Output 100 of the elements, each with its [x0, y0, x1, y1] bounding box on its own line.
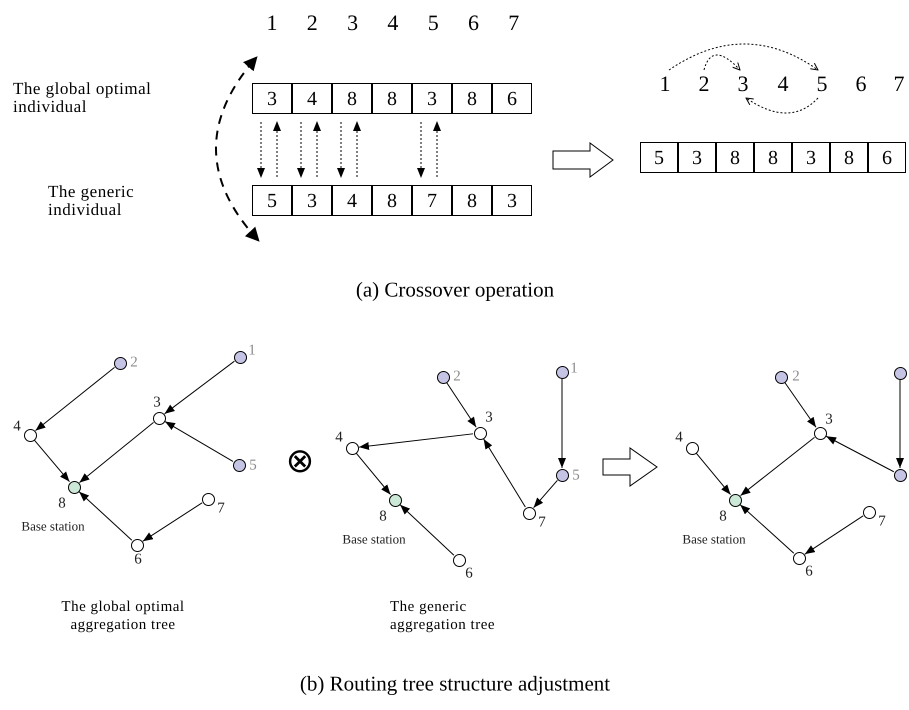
arrow [446, 382, 477, 428]
sensor-node [556, 468, 568, 482]
arrow [896, 380, 904, 468]
gene-cell: 8 [754, 142, 792, 173]
node-label: 4 [335, 430, 343, 446]
sensor-node [130, 538, 144, 552]
sensor-node [774, 370, 788, 384]
sensor-node [24, 428, 36, 442]
position-number: 6 [856, 73, 866, 95]
node-label: 2 [792, 370, 800, 384]
position-number: 1 [656, 71, 674, 97]
arrow [740, 504, 794, 554]
node-label: 8 [719, 510, 727, 524]
sensor-node [234, 350, 246, 364]
arrow [164, 360, 235, 414]
gene-cell: 3 [252, 83, 292, 114]
node-label: 3 [825, 412, 833, 428]
row-label: The generic aggregation tree [390, 598, 496, 634]
node-label: 1 [248, 344, 256, 358]
row-label: The global optimal individual [13, 80, 152, 116]
gene-cell: 8 [716, 142, 754, 173]
node-label: Base station [342, 532, 406, 546]
gene-cell: 3 [678, 142, 716, 173]
node-label: 8 [379, 510, 387, 524]
arrow [696, 452, 732, 496]
sensor-node [452, 554, 466, 566]
sensor-node [686, 442, 698, 454]
arrow [826, 436, 894, 472]
position-number: 4 [387, 12, 398, 34]
sensor-node [114, 356, 126, 370]
arrow [257, 122, 265, 178]
node-label: 4 [675, 430, 683, 446]
arrow [483, 438, 526, 508]
arrow [417, 122, 425, 178]
sensor-node [862, 506, 876, 518]
position-number: 2 [306, 12, 318, 34]
sensor-node [474, 426, 486, 440]
sensor-node [232, 458, 246, 472]
gene-cell: 8 [830, 142, 868, 173]
position-number: 3 [347, 12, 358, 34]
arrow [142, 502, 203, 542]
node-label: 6 [465, 566, 473, 582]
position-number: 2 [695, 71, 713, 97]
position-number: 1 [266, 12, 278, 34]
position-number: 3 [734, 71, 752, 97]
row-label: The generic individual [48, 183, 136, 219]
node-label: 7 [538, 516, 546, 530]
node-label: 2 [453, 370, 461, 384]
gene-cell: 8 [372, 185, 412, 216]
gene-cell: 8 [452, 83, 492, 114]
base-station-node [68, 480, 80, 494]
node-label: 7 [878, 514, 886, 530]
arrow [668, 44, 818, 70]
arrow [558, 378, 566, 468]
base-station-node [388, 494, 402, 506]
position-number: 4 [778, 73, 788, 95]
gene-cell: 7 [412, 185, 452, 216]
position-number: 6 [468, 12, 479, 34]
arrow [34, 440, 70, 482]
arrow [740, 436, 815, 496]
gene-cell: 8 [452, 185, 492, 216]
arrow [784, 382, 816, 428]
node-label: 5 [572, 468, 580, 484]
subfigure-caption: (a) Crossover operation [356, 280, 554, 300]
node-label: 4 [13, 420, 21, 434]
gene-cell: 3 [792, 142, 830, 173]
row-label: The global optimal aggregation tree [60, 598, 186, 634]
node-label: 6 [805, 564, 813, 580]
arrow [400, 504, 454, 556]
arrow [78, 491, 132, 541]
arrow [358, 433, 474, 450]
gene-cell: 4 [332, 185, 372, 216]
sensor-node [792, 552, 806, 564]
sensor-node [522, 506, 536, 520]
sensor-node [202, 492, 214, 506]
gene-cell: 6 [868, 142, 906, 173]
arrow [433, 120, 441, 178]
arrow [533, 480, 558, 508]
node-label: 3 [153, 396, 161, 410]
base-station-node [728, 494, 742, 506]
position-number: 5 [428, 12, 439, 34]
arrow [78, 422, 154, 484]
sensor-node [814, 426, 826, 440]
arrow [273, 120, 281, 178]
gene-cell: 8 [332, 83, 372, 114]
node-label: 8 [58, 496, 66, 512]
arrow [353, 120, 361, 178]
gene-cell: 4 [292, 83, 332, 114]
sensor-node [894, 366, 906, 380]
gene-cell: 5 [252, 185, 292, 216]
arrow [746, 98, 818, 114]
sensor-node [556, 366, 568, 378]
crossover-symbol: ⊗ [286, 444, 314, 478]
arrow [704, 54, 740, 70]
node-label: 1 [570, 362, 578, 376]
position-number: 7 [508, 12, 520, 34]
arrow [164, 421, 234, 462]
gene-cell: 6 [492, 83, 532, 114]
arrow [337, 122, 345, 178]
node-label: 5 [249, 458, 257, 474]
